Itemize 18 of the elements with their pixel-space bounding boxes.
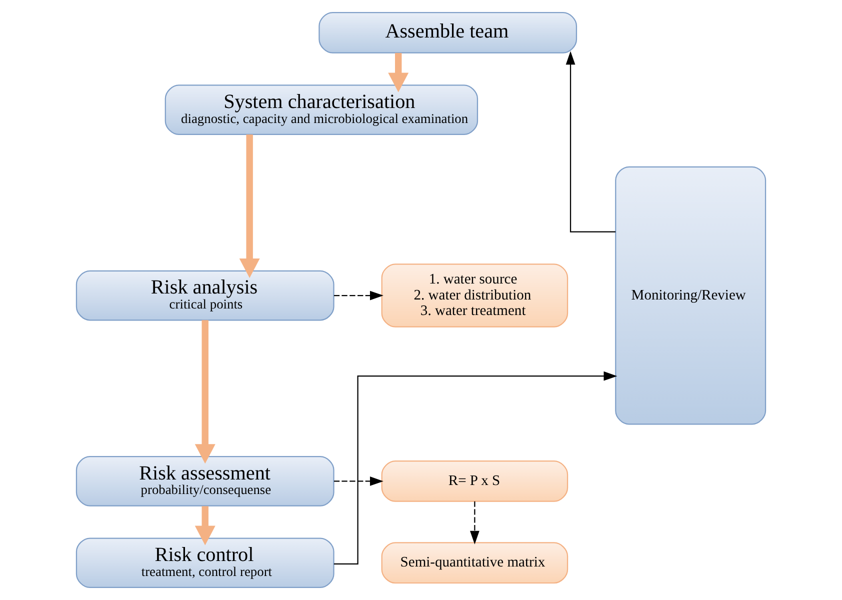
node-box: Assemble team: [318, 12, 578, 54]
node-box: Risk analysis critical points: [76, 270, 334, 321]
node-box: Risk assessment probability/consequense: [76, 456, 334, 506]
arrow: [194, 320, 216, 464]
node-box: Monitoring/Review: [615, 166, 766, 425]
node-box: Risk control treatment, control report: [76, 538, 334, 588]
arrow: [239, 134, 260, 278]
node-box: Semi-quantitative matrix: [381, 542, 568, 584]
node-box: 1. water source 2. water distribution 3. water treatment: [381, 264, 568, 328]
arrow: [470, 501, 480, 544]
node-box: R= P x S: [381, 460, 568, 502]
arrow: [334, 371, 618, 565]
arrow: [566, 51, 616, 232]
arrow: [194, 506, 216, 546]
arrow: [334, 476, 384, 486]
arrow: [334, 290, 384, 300]
arrow: [388, 52, 409, 92]
node-box: System characterisation diagnostic, capacity and microbiological examination: [164, 84, 478, 135]
